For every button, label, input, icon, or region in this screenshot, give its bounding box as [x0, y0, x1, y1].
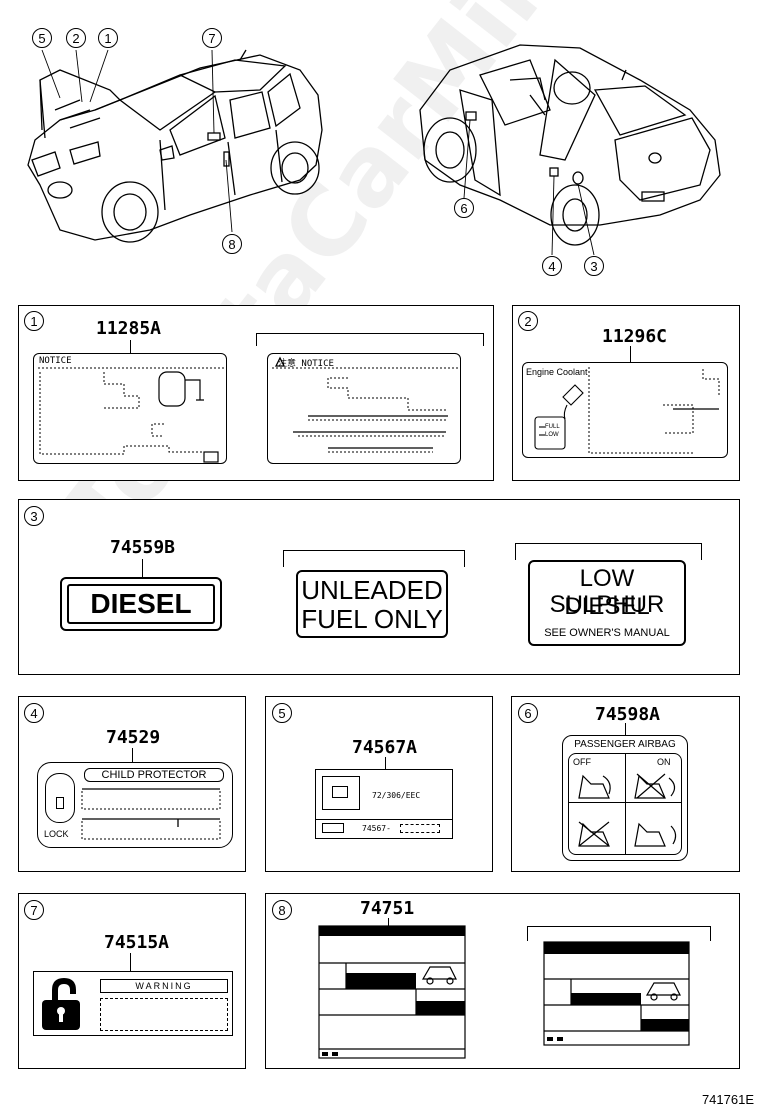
callout-5[interactable]: 5 — [32, 28, 52, 48]
panel-5 — [265, 696, 493, 872]
car-front-illustration — [27, 49, 323, 243]
airbag-off: OFF — [573, 757, 591, 767]
low-sulphur-line-1: LOW SULPHUR — [549, 565, 665, 618]
part-number-11285A: 11285A — [96, 318, 162, 339]
callout-4[interactable]: 4 — [542, 256, 562, 276]
callout-1[interactable]: 1 — [98, 28, 118, 48]
part-number-11296C: 11296C — [602, 326, 668, 347]
callout-2[interactable]: 2 — [66, 28, 86, 48]
panel-8-number: 8 — [272, 900, 292, 920]
padlock-icon — [42, 978, 80, 1030]
notice-label-a-title: NOTICE — [39, 356, 72, 366]
part-number-74529: 74529 — [106, 727, 161, 748]
child-protector-label: CHILD PROTECTOR LOCK — [37, 762, 233, 848]
child-protector-title: CHILD PROTECTOR — [84, 768, 224, 782]
unleaded-line-2: FUEL ONLY — [301, 604, 443, 634]
diesel-text: DIESEL — [67, 584, 215, 624]
callout-7[interactable]: 7 — [202, 28, 222, 48]
callout-6[interactable]: 6 — [454, 198, 474, 218]
part-number-74567A: 74567A — [352, 737, 418, 758]
part-number-74515A: 74515A — [104, 932, 170, 953]
part-number-74559B: 74559B — [110, 537, 176, 558]
coolant-full: FULL — [545, 424, 560, 430]
low-sulphur-line-2: DIESEL — [564, 593, 650, 620]
approval-label: 72/306/EEC 74567- — [315, 769, 453, 839]
panel-3-number: 3 — [24, 506, 44, 526]
car-rear-illustration — [419, 44, 721, 256]
callout-3[interactable]: 3 — [584, 256, 604, 276]
airbag-title: PASSENGER AIRBAG — [574, 739, 676, 750]
part-number-74598A: 74598A — [595, 704, 661, 725]
warning-label: WARNING — [33, 971, 233, 1036]
approval-code-a: 72/306/EEC — [372, 791, 421, 800]
panel-4-number: 4 — [24, 703, 44, 723]
notice-label-b-title: 注意 NOTICE — [278, 359, 334, 369]
low-sulphur-line-3: SEE OWNER'S MANUAL — [544, 627, 670, 639]
diesel-label: DIESEL — [60, 577, 222, 631]
airbag-on: ON — [657, 757, 671, 767]
coolant-label-title: Engine Coolant — [526, 367, 588, 377]
diagram-code: 741761E — [701, 1092, 754, 1107]
notice-label-b: 注意 NOTICE — [267, 353, 461, 464]
tire-label-b — [543, 941, 690, 1046]
coolant-label: Engine Coolant FULL LOW — [522, 362, 728, 458]
notice-label-a: NOTICE — [33, 353, 227, 464]
panel-2-number: 2 — [518, 311, 538, 331]
tire-label-a — [318, 925, 466, 1059]
coolant-low: LOW — [545, 432, 559, 438]
panel-5-number: 5 — [272, 703, 292, 723]
unleaded-line-1: UNLEADED — [301, 575, 443, 605]
child-protector-lock: LOCK — [44, 829, 69, 839]
part-number-74751: 74751 — [360, 898, 415, 919]
unleaded-label: UNLEADED FUEL ONLY — [296, 570, 448, 638]
callout-8[interactable]: 8 — [222, 234, 242, 254]
airbag-label: PASSENGER AIRBAG OFF ON — [562, 735, 688, 861]
warning-title: WARNING — [100, 979, 228, 993]
panel-1-number: 1 — [24, 311, 44, 331]
approval-code-b: 74567- — [362, 824, 391, 833]
low-sulphur-label: LOW SULPHUR DIESEL SEE OWNER'S MANUAL — [528, 560, 686, 646]
panel-6-number: 6 — [518, 703, 538, 723]
panel-8 — [265, 893, 740, 1069]
panel-7-number: 7 — [24, 900, 44, 920]
